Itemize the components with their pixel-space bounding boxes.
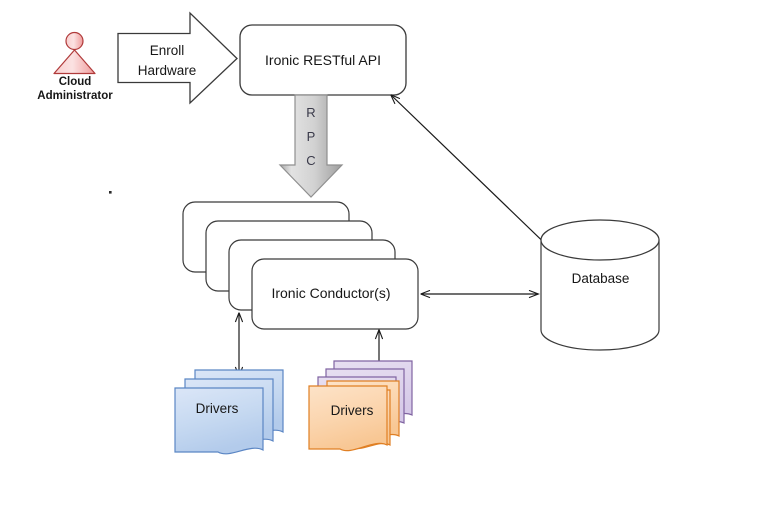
rpc-letter-r: R [306, 105, 316, 120]
connector-api-database [391, 95, 557, 255]
conductor-stack-layer-1[interactable] [251, 258, 419, 330]
rpc-letter-c: C [306, 153, 316, 168]
database-body [540, 239, 660, 351]
rpc-block-arrow [278, 94, 344, 198]
drivers-orange-stack[interactable] [308, 360, 413, 452]
drivers-blue-stack[interactable] [174, 369, 284, 455]
stray-dot-mark [109, 191, 112, 194]
drivers-blue-doc-1[interactable] [174, 387, 264, 455]
database-cylinder[interactable] [540, 219, 660, 351]
ironic-restful-api-box[interactable] [239, 24, 407, 96]
actor-cloud-administrator-icon [53, 31, 96, 75]
rpc-letter-p: P [306, 129, 316, 144]
database-top-ellipse [540, 219, 660, 261]
actor-head-icon [65, 31, 84, 51]
drivers-orange-doc-1[interactable] [308, 385, 388, 452]
actor-body-icon [53, 49, 96, 75]
ironic-conductor-stack[interactable] [182, 201, 419, 330]
enroll-hardware-block-arrow [117, 11, 238, 105]
